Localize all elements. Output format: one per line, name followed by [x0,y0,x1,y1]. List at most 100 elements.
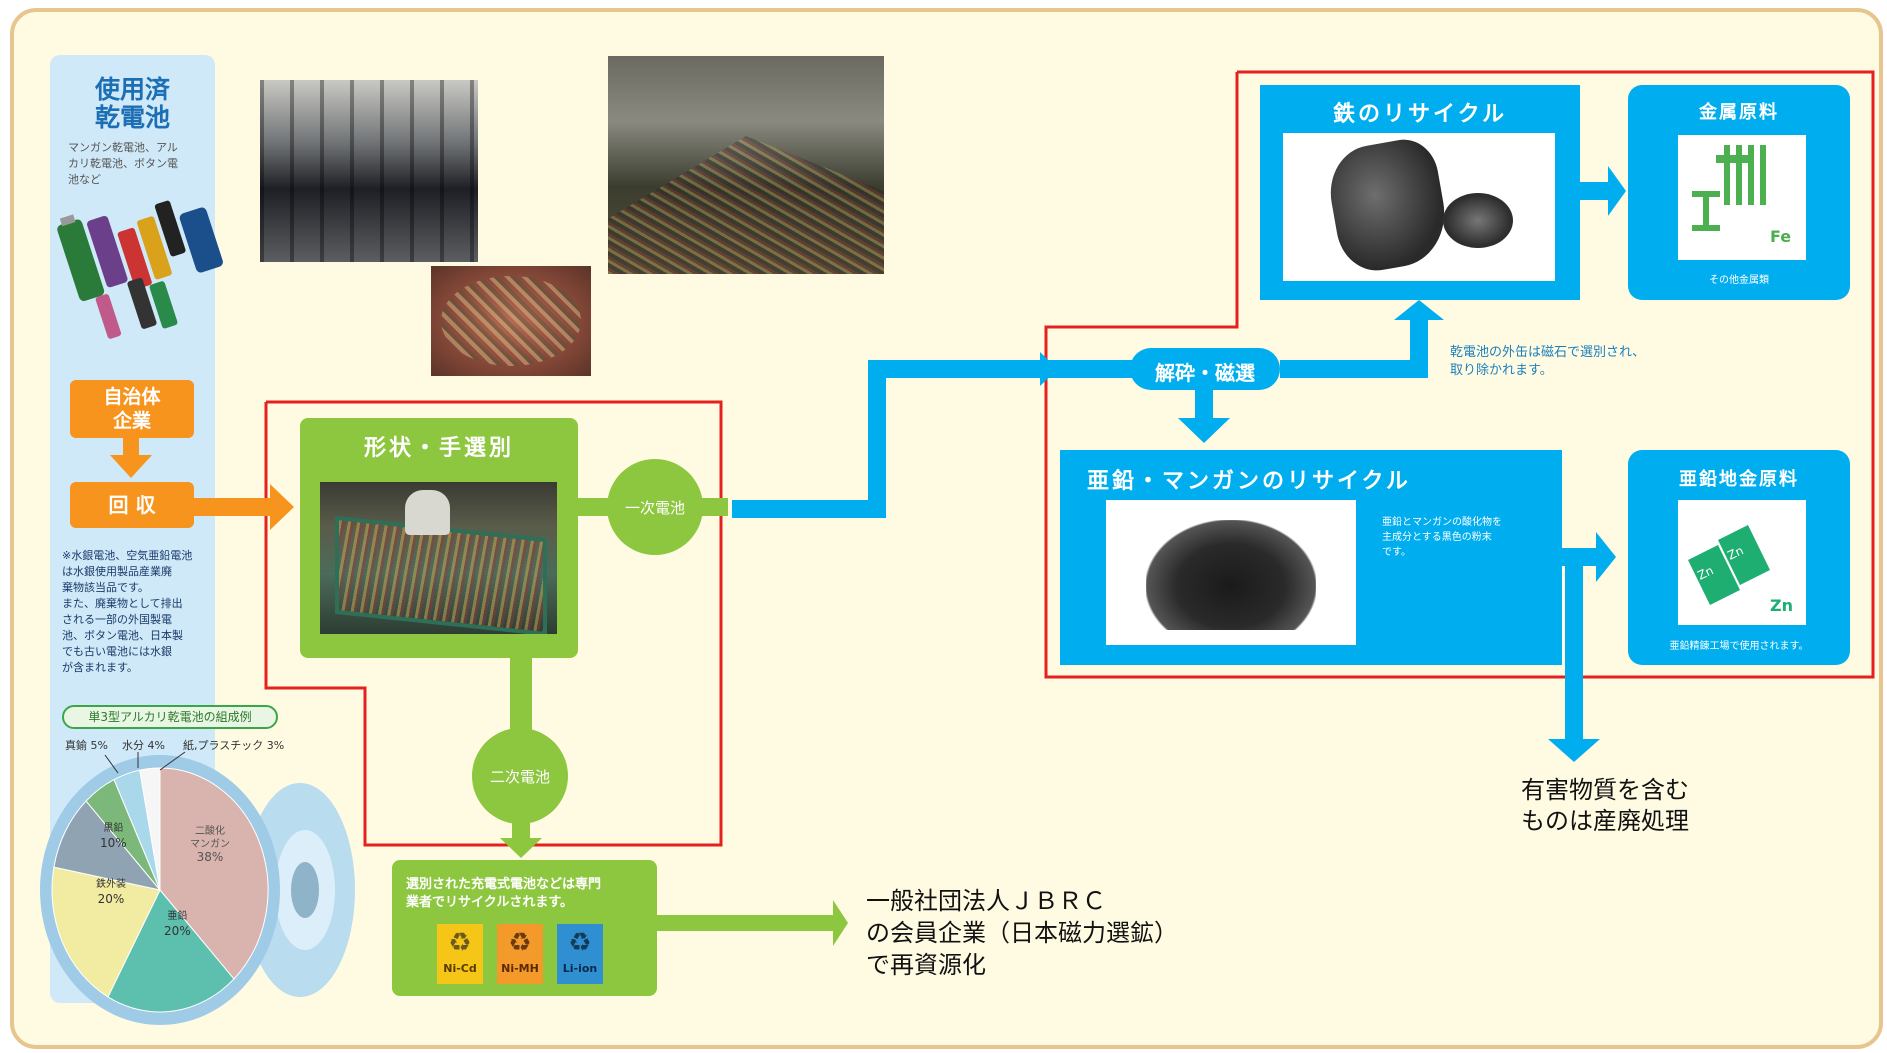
jbrc-line: 一般社団法人ＪＢＲＣ [866,887,1106,915]
zinc-value: 20% [164,924,191,938]
note-line: 棄物該当品です。 [62,581,149,594]
nicd-badge: ♻ Ni-Cd [437,924,483,984]
zinc-material-title: 亜鉛地金原料 [1679,469,1799,490]
manganese-line: マンガン [190,839,230,850]
magnet-note: 乾電池の外缶は磁石で選別され、 取り除かれます。 [1450,344,1645,380]
magnet-note-line: 取り除かれます。 [1450,363,1553,378]
pie-slice-紙,プラスチック [139,767,161,891]
left-subtitle-line: カリ乾電池、ボタン電 [68,157,178,170]
note-line: が含まれます。 [62,661,138,674]
zinc-arrow-head [1596,532,1616,582]
note-line: でも古い電池には水銀 [62,645,172,658]
rechargeable-line: 選別された充電式電池などは専門 [406,877,602,892]
manganese-line: 二酸化 [195,826,225,837]
blue-up-shaft [1410,318,1428,378]
liion-label: Li-ion [562,962,598,975]
metal-icon-box: Fe [1678,135,1806,260]
zinc-icon-box: Zn Zn Zn [1678,500,1806,625]
pie-slice-亜鉛 [107,889,235,1013]
blue-up-head [1394,300,1444,320]
left-subtitle: マンガン乾電池、アル カリ乾電池、ボタン電 池など [68,140,178,188]
note-line: また、廃棄物として排出 [62,597,183,610]
battery-bin-photo [431,266,591,376]
zinc-powder-photo [1106,500,1356,645]
steel-icon [1692,145,1766,231]
svg-text:Zn: Zn [1695,563,1715,582]
source-box-line2: 企業 [112,410,151,432]
zinc-note-line: 亜鉛とマンガンの酸化物を [1382,517,1502,528]
rechargeable-text: 選別された充電式電池などは専門 業者でリサイクルされます。 [406,876,601,912]
blue-flow-h3 [1280,360,1420,378]
jbrc-line: の会員企業（日本磁力選鉱） [866,919,1178,947]
manganese-slice-label: 二酸化 マンガン 38% [190,825,230,864]
pie-slice-黒鉛 [53,800,162,891]
pie-slice-二酸化-マンガン [159,767,269,980]
left-title-line1: 使用済 [94,75,170,104]
zinc-note: 亜鉛とマンガンの酸化物を 主成分とする黒色の粉末 です。 [1382,515,1502,560]
paper-plastic-label: 紙,プラスチック 3% [183,739,285,752]
crushing-label: 解砕・磁選 [1155,361,1255,385]
zinc-note-line: 主成分とする黒色の粉末 [1382,532,1492,543]
jbrc-arrow-shaft [657,915,837,931]
metal-caption: その他金属類 [1709,275,1769,286]
zinc-material-caption: 亜鉛精錬工場で使用されます。 [1669,641,1809,652]
jbrc-arrow-head [833,900,848,946]
pie-slice-鉄外装 [51,866,161,998]
water-label: 水分 4% [122,739,165,752]
iron-line: 鉄外装 [96,879,126,890]
orange-right-shaft [192,498,272,516]
crushing-pill [1130,348,1280,390]
source-box: 自治体 企業 [70,380,194,438]
metal-symbol: Fe [1770,227,1792,246]
liion-badge: ♻ Li-ion [557,924,603,984]
zinc-title: 亜鉛・マンガンのリサイクル [1087,469,1411,494]
recycling-outline [1044,70,1875,679]
note-line: 池、ボタン電池、日本製 [62,629,183,642]
left-subtitle-line: マンガン乾電池、アル [68,141,178,154]
drums-photo [260,80,478,262]
hazard-text: 有害物質を含む ものは産廃処理 [1480,775,1730,837]
graphite-line: 黒鉛 [103,823,124,834]
hazard-line: ものは産廃処理 [1521,807,1689,835]
blue-flow-h1 [732,500,882,518]
primary-circle [607,459,703,555]
sorting-outline [264,400,723,847]
svg-text:Zn: Zn [1725,543,1745,562]
brass-leader [104,754,119,774]
manganese-value: 38% [196,850,224,864]
nimh-badge: ♻ Ni-MH [497,924,543,984]
iron-title: 鉄のリサイクル [1333,102,1507,127]
left-subtitle-line: 池など [68,173,101,186]
mercury-note: ※水銀電池、空気亜鉛電池 は水銀使用製品産業廃 棄物該当品です。 また、廃棄物と… [62,548,192,676]
cylinder-terminal [291,862,319,918]
orange-down-arrow [110,455,152,478]
zinc-ingot-icon: Zn Zn [1688,525,1770,605]
graphite-slice-label: 黒鉛 10% [100,822,127,850]
blue-down-head [1178,418,1230,443]
zinc-line: 亜鉛 [167,911,188,922]
secondary-down-arrow [500,838,542,858]
nimh-label: Ni-MH [501,962,539,975]
blue-flow-head [1040,352,1058,386]
zinc-slice-label: 亜鉛 20% [164,910,191,938]
iron-slice-label: 鉄外装 20% [96,878,126,906]
primary-label: 一次電池 [624,499,685,517]
hazard-line: 有害物質を含む [1521,776,1689,804]
left-title: 使用済 乾電池 [60,76,205,132]
graphite-value: 10% [100,836,127,850]
iron-scrap-photo [1283,133,1555,281]
sorting-title: 形状・手選別 [363,436,514,461]
battery-pile-photo [608,56,884,274]
recycle-icon: ♻ [508,928,532,958]
rechargeable-line: 業者でリサイクルされます。 [406,895,574,910]
iron-value: 20% [97,892,125,906]
paper-leader [159,751,186,771]
blue-down-shaft [1195,390,1213,420]
zinc-symbol: Zn [1770,596,1793,615]
iron-arrow-shaft [1580,182,1610,200]
hazard-head [1548,739,1600,762]
secondary-label: 二次電池 [489,768,550,786]
collect-box: 回 収 [70,482,194,528]
source-box-line1: 自治体 [103,386,161,408]
